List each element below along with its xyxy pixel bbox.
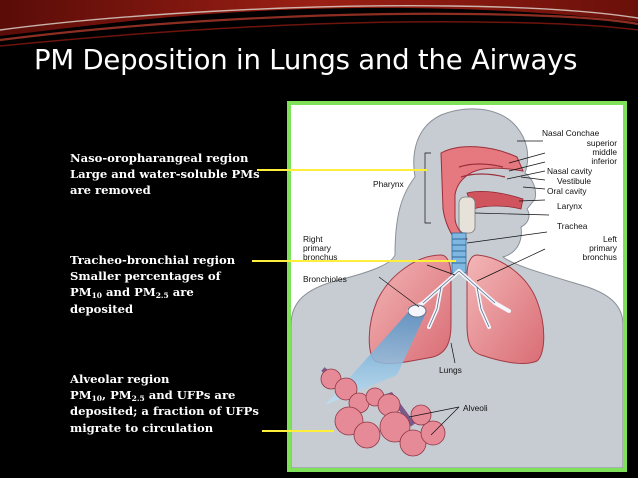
label-trachea: Trachea <box>557 221 588 231</box>
tracheo-bronchial-text: Tracheo-bronchial region Smaller percent… <box>70 252 235 317</box>
respiratory-illustration: Nasal Conchae superior middle inferior N… <box>291 108 623 468</box>
pm-text: and UFPs are <box>144 388 236 403</box>
pm-subscript: 2.5 <box>155 291 169 301</box>
pm-subscript: 10 <box>91 394 102 404</box>
region-name: Tracheo-bronchial region <box>70 253 236 267</box>
label-left-primary-bronchus: primary <box>589 243 618 253</box>
label-superior: superior <box>587 138 617 148</box>
header-swoosh-decoration <box>0 0 638 60</box>
pm-subscript: 10 <box>91 291 102 301</box>
label-nasal-cavity: Nasal cavity <box>547 166 593 176</box>
alveolar-text: Alveolar region PM10, PM2.5 and UFPs are… <box>70 371 259 436</box>
label-right-primary-bronchus: primary <box>303 243 332 253</box>
region-line: deposited <box>70 301 134 316</box>
region-line: migrate to circulation <box>70 420 214 435</box>
pm-subscript: 2.5 <box>131 394 145 404</box>
label-oral-cavity: Oral cavity <box>547 186 587 196</box>
label-lungs: Lungs <box>439 365 462 375</box>
region-name: Naso-oropharangeal region <box>70 151 249 165</box>
label-inferior: inferior <box>591 156 617 166</box>
region-line: Smaller percentages of <box>70 269 221 284</box>
region-line: PM10, PM2.5 and UFPs are <box>70 387 259 403</box>
oral-cavity-shape <box>466 191 524 210</box>
larynx-shape <box>458 196 476 234</box>
region-line: Large and water-soluble PMs <box>70 167 260 182</box>
pm-text: , PM <box>102 388 132 403</box>
respiratory-diagram: Nasal Conchae superior middle inferior N… <box>287 101 627 472</box>
pm-text: and PM <box>102 285 156 300</box>
label-left-primary-bronchus: bronchus <box>583 252 617 262</box>
label-pharynx: Pharynx <box>373 179 405 189</box>
label-bronchioles: Bronchioles <box>303 274 347 284</box>
label-larynx: Larynx <box>557 201 583 211</box>
pm-text: PM <box>70 388 92 403</box>
pm-text: PM <box>70 285 92 300</box>
label-right-primary-bronchus: Right <box>303 234 323 244</box>
label-vestibule: Vestibule <box>557 176 591 186</box>
region-name: Alveolar region <box>70 372 170 386</box>
label-right-primary-bronchus: bronchus <box>303 252 337 262</box>
label-alveoli: Alveoli <box>463 403 488 413</box>
region-line: PM10 and PM2.5 are <box>70 284 235 300</box>
trachea-rings <box>451 232 467 274</box>
label-left-primary-bronchus: Left <box>603 234 618 244</box>
region-line: are removed <box>70 183 151 198</box>
naso-oropharangeal-text: Naso-oropharangeal region Large and wate… <box>70 150 260 199</box>
alveoli-cluster <box>320 367 446 457</box>
slide-title: PM Deposition in Lungs and the Airways <box>34 44 578 76</box>
region-line: deposited; a fraction of UFPs <box>70 404 259 419</box>
label-middle: middle <box>592 147 617 157</box>
pm-text: are <box>168 285 194 300</box>
label-nasal-conchae: Nasal Conchae <box>542 128 600 138</box>
